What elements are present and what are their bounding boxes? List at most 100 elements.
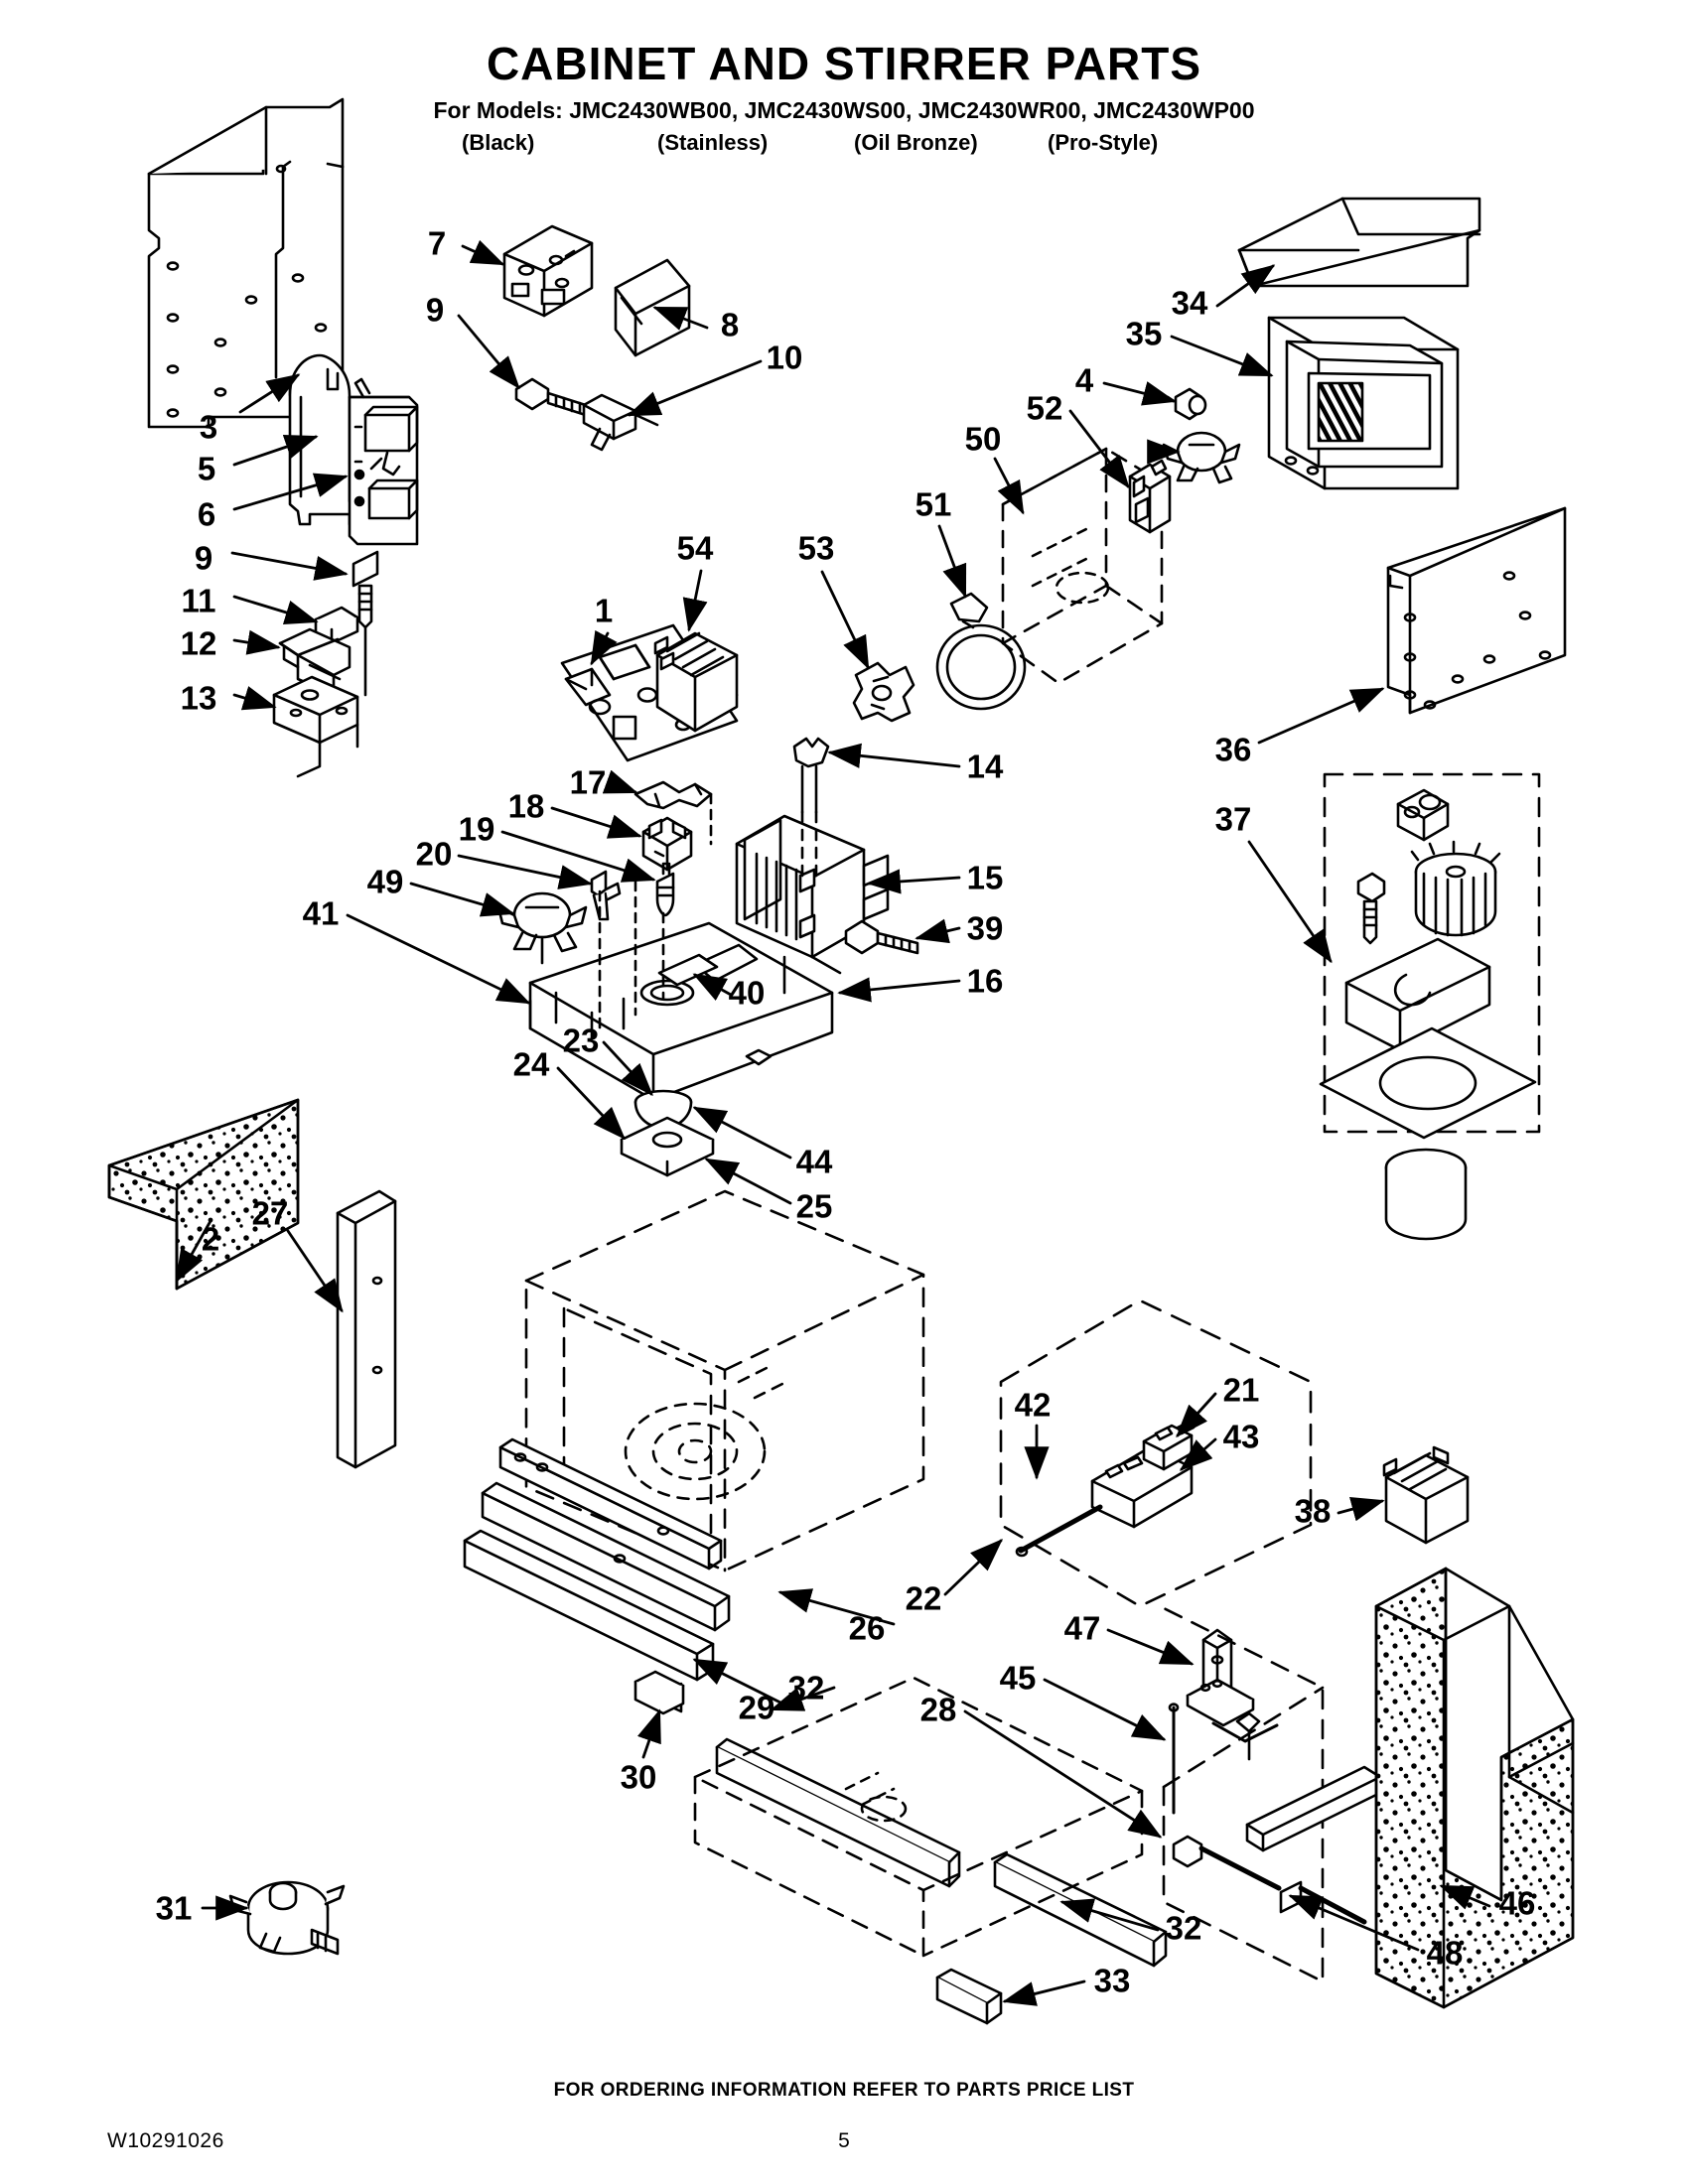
callout-48: 48 <box>1426 1934 1464 1972</box>
noise-filter-board-part <box>348 377 419 546</box>
lower-transformer-part <box>1382 1445 1470 1545</box>
callout-27: 27 <box>251 1194 289 1232</box>
callout-21: 21 <box>1222 1371 1260 1409</box>
leader-20 <box>457 854 593 889</box>
oven-cavity-part <box>524 1189 925 1572</box>
leader-16 <box>837 977 961 1003</box>
leader-25 <box>704 1158 792 1205</box>
callout-6: 6 <box>197 495 216 533</box>
callout-47: 47 <box>1063 1609 1101 1647</box>
leader-52 <box>1068 409 1130 489</box>
callout-38: 38 <box>1294 1492 1332 1530</box>
support-bracket-part <box>1374 1567 1575 2009</box>
callout-45: 45 <box>999 1659 1037 1697</box>
leader-9-lower <box>230 551 349 581</box>
leader-1 <box>590 629 618 666</box>
terminal-block-part <box>641 816 693 872</box>
leader-45 <box>1043 1678 1167 1741</box>
leader-41 <box>346 913 531 1005</box>
callout-52: 52 <box>1026 389 1063 427</box>
stirrer-motor-assembly-part <box>1319 788 1537 1241</box>
callout-8: 8 <box>720 306 740 343</box>
leader-48 <box>1288 1894 1420 1952</box>
leader-15 <box>867 869 961 894</box>
leader-47 <box>1106 1628 1195 1666</box>
base-phantom-outline <box>693 1676 1144 1958</box>
shaft-part <box>1172 1711 1382 1925</box>
leader-40 <box>692 973 733 1001</box>
model-variants: (Black)(Stainless)(Oil Bronze)(Pro-Style… <box>0 130 1688 160</box>
switch-phantom-outline <box>999 1298 1313 1608</box>
transformer-part <box>653 631 739 733</box>
leader-7 <box>461 239 505 266</box>
callout-9: 9 <box>194 539 213 577</box>
callout-25: 25 <box>795 1187 833 1225</box>
leader-23 <box>602 1040 653 1097</box>
callout-32: 32 <box>1165 1909 1202 1947</box>
callout-1: 1 <box>594 592 614 629</box>
trim-strip-part <box>336 1189 397 1469</box>
leader-44 <box>692 1106 792 1160</box>
lamp-socket-part <box>655 862 675 917</box>
fuse-holder-bracket-part <box>278 627 352 697</box>
thermostat-part <box>228 1880 346 1956</box>
base-bracket-part <box>272 675 359 778</box>
leader-5 <box>232 435 319 467</box>
leader-lines <box>175 239 1491 2006</box>
callout-42: 42 <box>1014 1386 1052 1424</box>
blower-wheel-part <box>935 592 1027 711</box>
callout-10: 10 <box>766 339 803 376</box>
leader-17 <box>602 769 638 794</box>
callout-49: 49 <box>366 863 404 900</box>
callout-43: 43 <box>1222 1418 1260 1455</box>
leader-35 <box>1170 335 1274 377</box>
model-variant-2: (Oil Bronze) <box>854 130 978 156</box>
callout-53: 53 <box>797 529 835 567</box>
shaft-phantom-outline <box>1162 1606 1325 1983</box>
hinge-bracket-part <box>1186 1628 1255 1727</box>
leader-33 <box>1002 1979 1086 2006</box>
callout-30: 30 <box>620 1758 657 1796</box>
grommet-part <box>1166 387 1207 421</box>
callout-35: 35 <box>1125 315 1163 352</box>
callout-31: 31 <box>155 1889 193 1927</box>
leader-9-upper <box>457 314 520 390</box>
callout-2: 2 <box>201 1220 220 1258</box>
leader-10 <box>627 359 763 417</box>
leader-19 <box>500 830 656 883</box>
callout-12: 12 <box>180 624 217 662</box>
callout-3: 3 <box>199 408 218 446</box>
pin-part <box>1168 1703 1180 1815</box>
rail-end-tab-part <box>633 1670 685 1715</box>
callout-20: 20 <box>415 835 453 873</box>
callout-29: 29 <box>738 1689 775 1726</box>
callout-18: 18 <box>507 787 545 825</box>
diagram-header: CABINET AND STIRRER PARTS For Models: JM… <box>0 40 1688 160</box>
mounting-bracket-part <box>502 224 594 318</box>
callout-9: 9 <box>425 291 445 329</box>
callout-7: 7 <box>427 224 447 262</box>
chassis-hole-lines <box>598 792 713 1032</box>
leader-30 <box>636 1708 661 1759</box>
stirrer-blade-part <box>852 661 915 723</box>
model-variant-1: (Stainless) <box>657 130 769 156</box>
chassis-side-tab-part <box>745 1048 773 1066</box>
thermal-cutout-chassis-part <box>496 891 588 965</box>
leader-22 <box>943 1539 1004 1596</box>
leader-49 <box>409 882 515 917</box>
leader-27 <box>286 1229 344 1313</box>
leader-36 <box>1257 687 1385 745</box>
callout-46: 46 <box>1498 1884 1536 1922</box>
page-title: CABINET AND STIRRER PARTS <box>486 38 1202 89</box>
callout-26: 26 <box>848 1609 886 1647</box>
callout-28: 28 <box>919 1691 957 1728</box>
oven-cavity-detail <box>624 1366 784 1501</box>
callout-15: 15 <box>966 859 1004 896</box>
leader-21 <box>1176 1392 1217 1438</box>
callout-34: 34 <box>1171 284 1208 322</box>
model-variant-0: (Black) <box>462 130 535 156</box>
leader-43 <box>1179 1437 1217 1471</box>
chassis-detail-part <box>657 953 719 987</box>
leader-13 <box>232 686 277 711</box>
callout-32: 32 <box>787 1669 825 1706</box>
